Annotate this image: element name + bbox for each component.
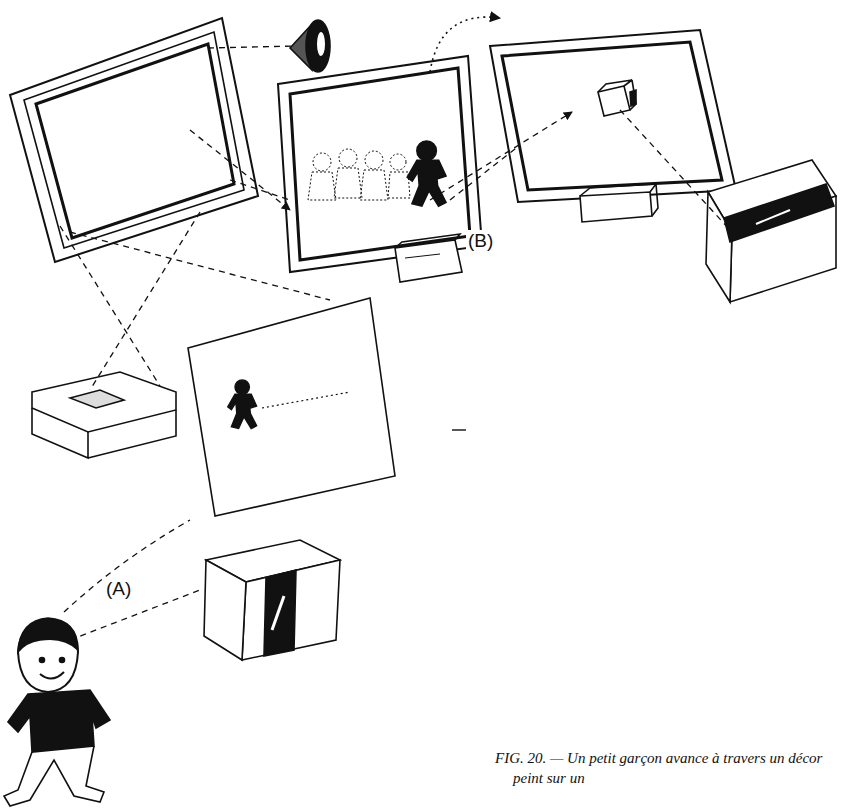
- part-label: (B): [466, 230, 495, 252]
- figure-caption: FIG. 20. — Un petit garçon avance à trav…: [495, 748, 838, 788]
- part-label: (A): [104, 578, 133, 600]
